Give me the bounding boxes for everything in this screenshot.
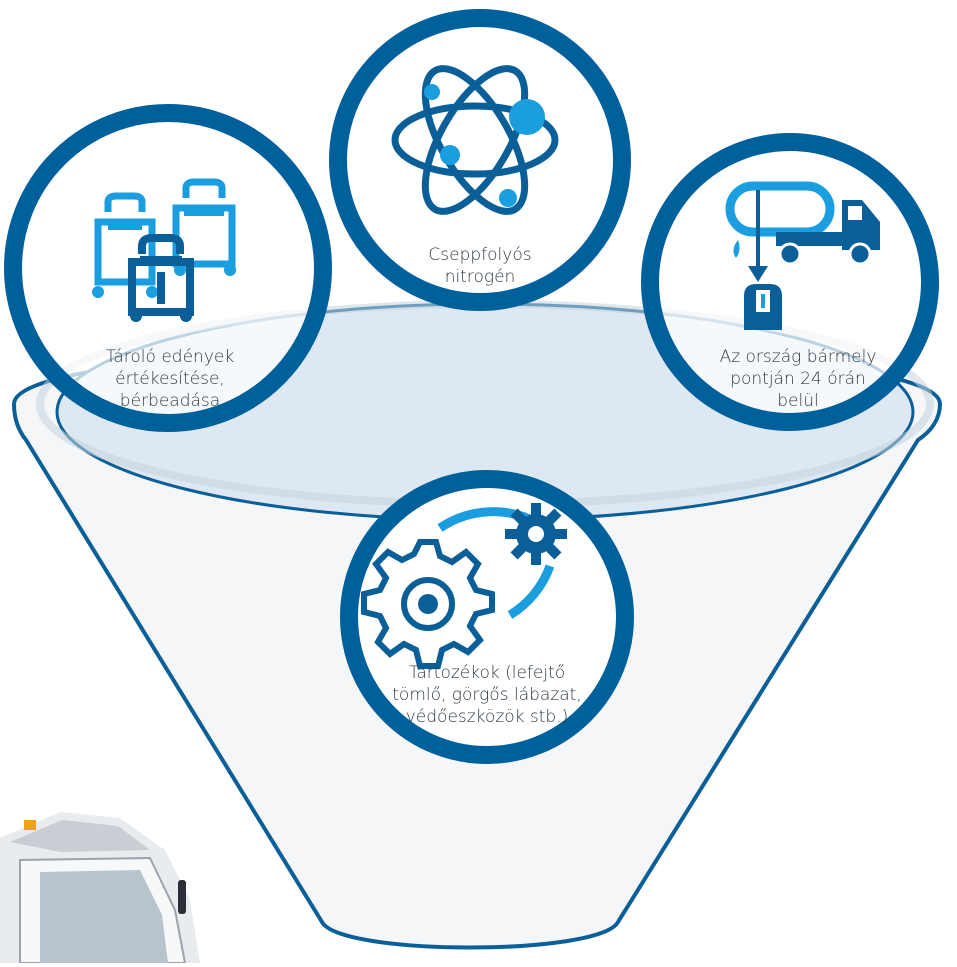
truck-photo [0,812,200,964]
label-nitrogen: Cseppfolyós nitrogén [428,245,532,287]
circle-nitrogen [329,9,631,311]
storage-containers-icon [92,178,236,322]
gears-icon [361,503,567,669]
label-storage: Tároló edények értékesítése, bérbeadása [105,347,235,411]
label-delivery: Az ország bármely pontján 24 órán belül [719,347,877,411]
tanker-truck-delivery-icon [725,181,880,330]
circle-storage [4,104,332,432]
circle-accessories [340,470,634,764]
label-accessories: Tartozékok (lefejtő tömlő, görgős lábaza… [392,663,582,727]
circle-delivery [641,133,939,431]
